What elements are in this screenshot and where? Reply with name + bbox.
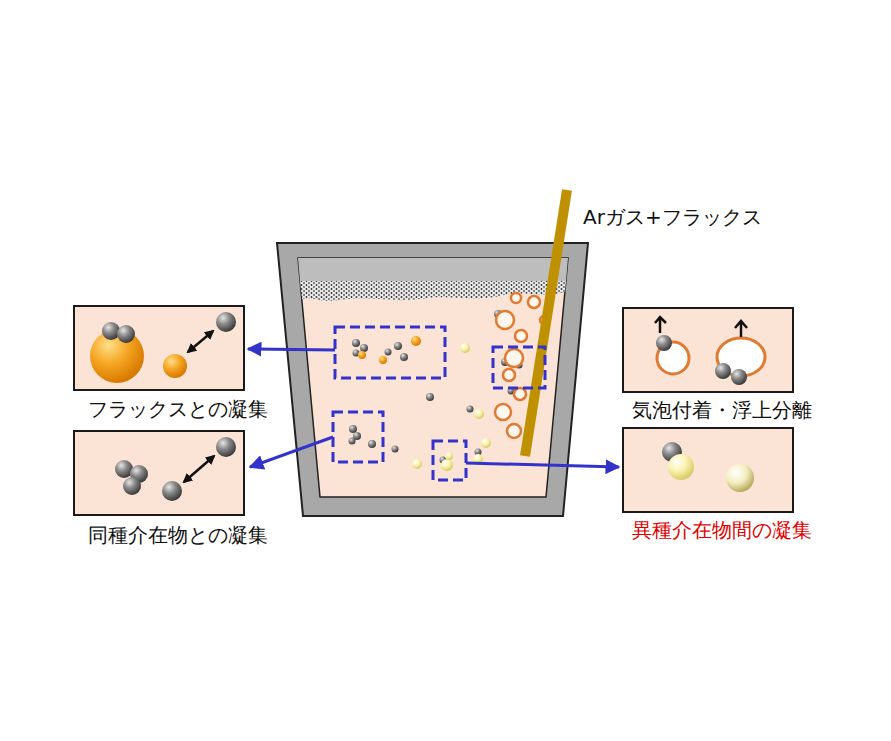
panel-caption: 気泡付着・浮上分離: [632, 398, 812, 422]
callout-panel: 異種介在物間の凝集: [622, 427, 794, 513]
gas-label: Arガス+フラックス: [583, 205, 762, 229]
callout-panel: 気泡付着・浮上分離: [622, 307, 794, 393]
panel-caption: フラックスとの凝集: [88, 397, 268, 421]
panel-caption: 異種介在物間の凝集: [632, 518, 812, 542]
callout-panel: 同種介在物との凝集: [73, 430, 245, 516]
callout-panel: フラックスとの凝集: [73, 305, 245, 391]
panel-caption: 同種介在物との凝集: [88, 523, 268, 547]
